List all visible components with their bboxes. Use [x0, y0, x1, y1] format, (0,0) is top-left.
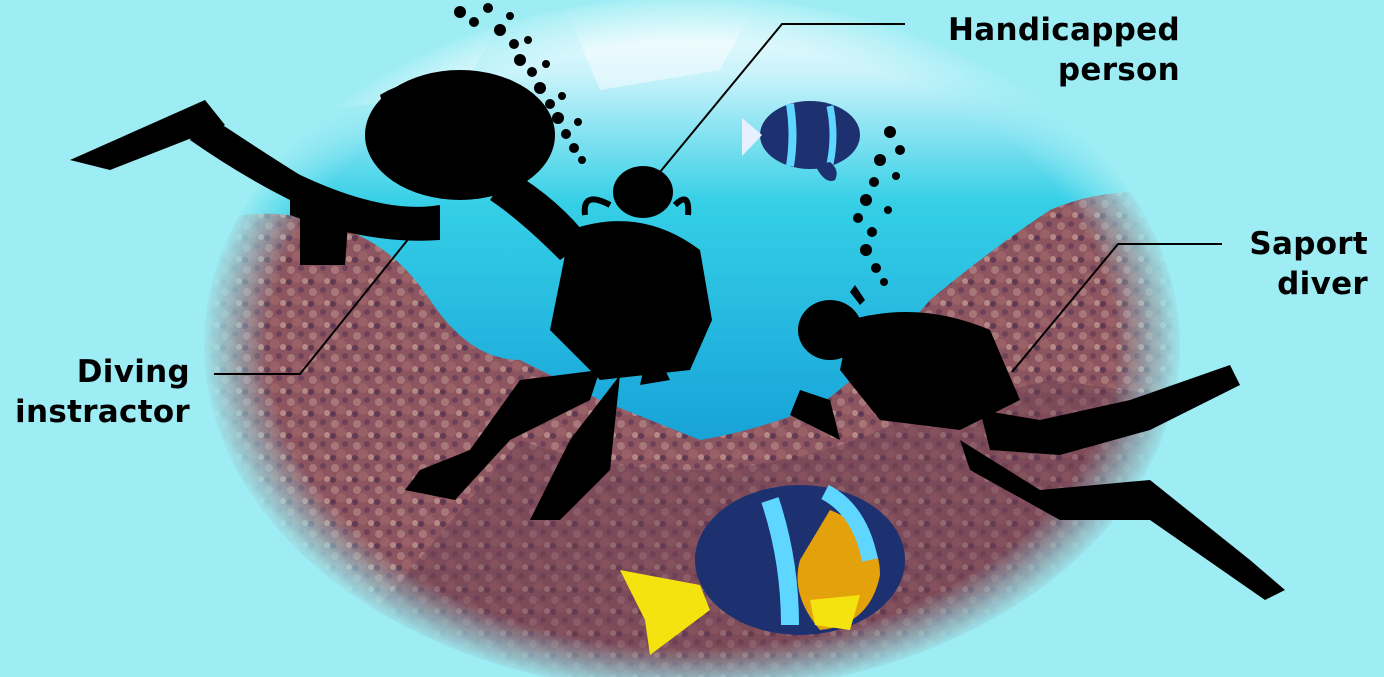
handicapped-label-line1: Handicapped: [900, 10, 1180, 50]
instructor-label-line2: instractor: [0, 392, 190, 432]
saport-label-line2: diver: [1160, 264, 1368, 304]
handicapped-person-label: Handicapped person: [900, 10, 1180, 90]
diving-instructor-label: Diving instractor: [0, 352, 190, 432]
handicapped-label-line2: person: [900, 50, 1180, 90]
saport-label-line1: Saport: [1160, 224, 1368, 264]
saport-diver-label: Saport diver: [1160, 224, 1368, 304]
instructor-label-line1: Diving: [0, 352, 190, 392]
